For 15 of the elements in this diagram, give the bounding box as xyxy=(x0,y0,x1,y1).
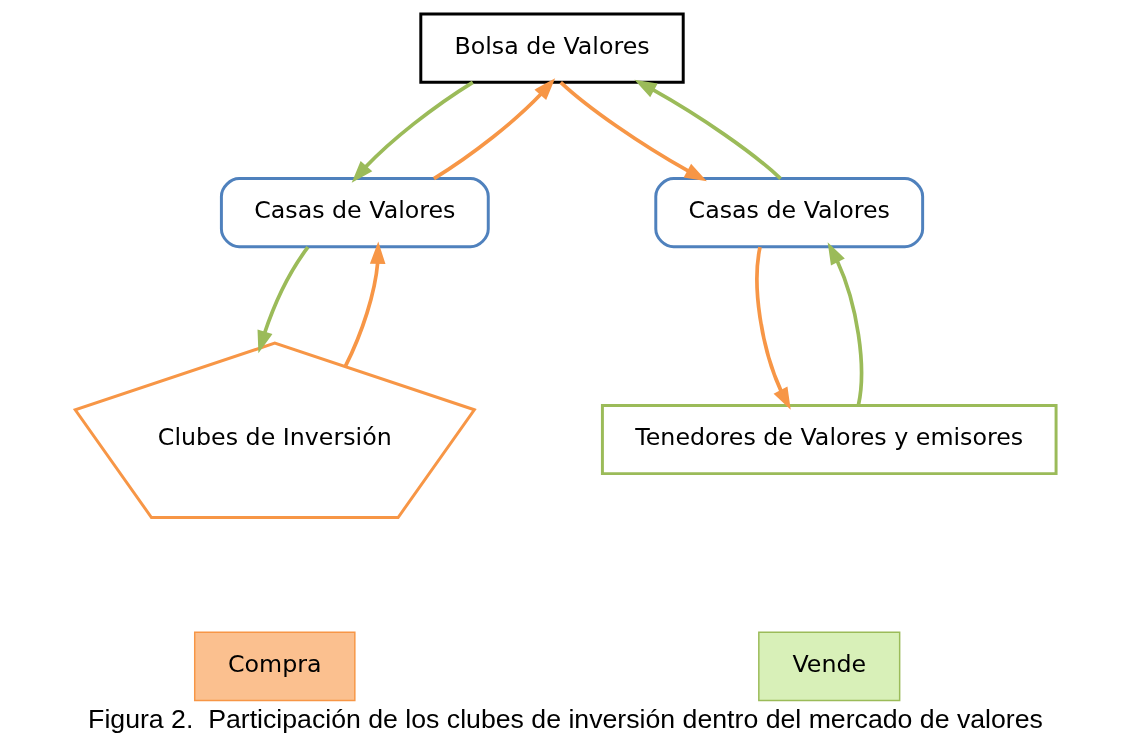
node-box: Casas de Valores xyxy=(219,177,490,249)
arrow xyxy=(351,80,474,183)
node-box: Bolsa de Valores xyxy=(418,12,685,84)
node-box: Compra xyxy=(193,631,356,702)
arrow xyxy=(343,241,385,368)
node-box: Vende xyxy=(757,631,900,702)
arrow xyxy=(827,242,863,406)
node-box: Tenedores de Valores y emisores xyxy=(600,403,1058,476)
arrow xyxy=(257,246,309,354)
arrow xyxy=(432,78,555,181)
arrow xyxy=(633,79,782,180)
node-box: Casas de Valores xyxy=(653,177,924,249)
arrow xyxy=(754,246,791,410)
caption: Figura 2. Participación de los clubes de inversión dentro del mercado de valores xyxy=(87,703,1043,734)
arrow xyxy=(558,80,707,182)
